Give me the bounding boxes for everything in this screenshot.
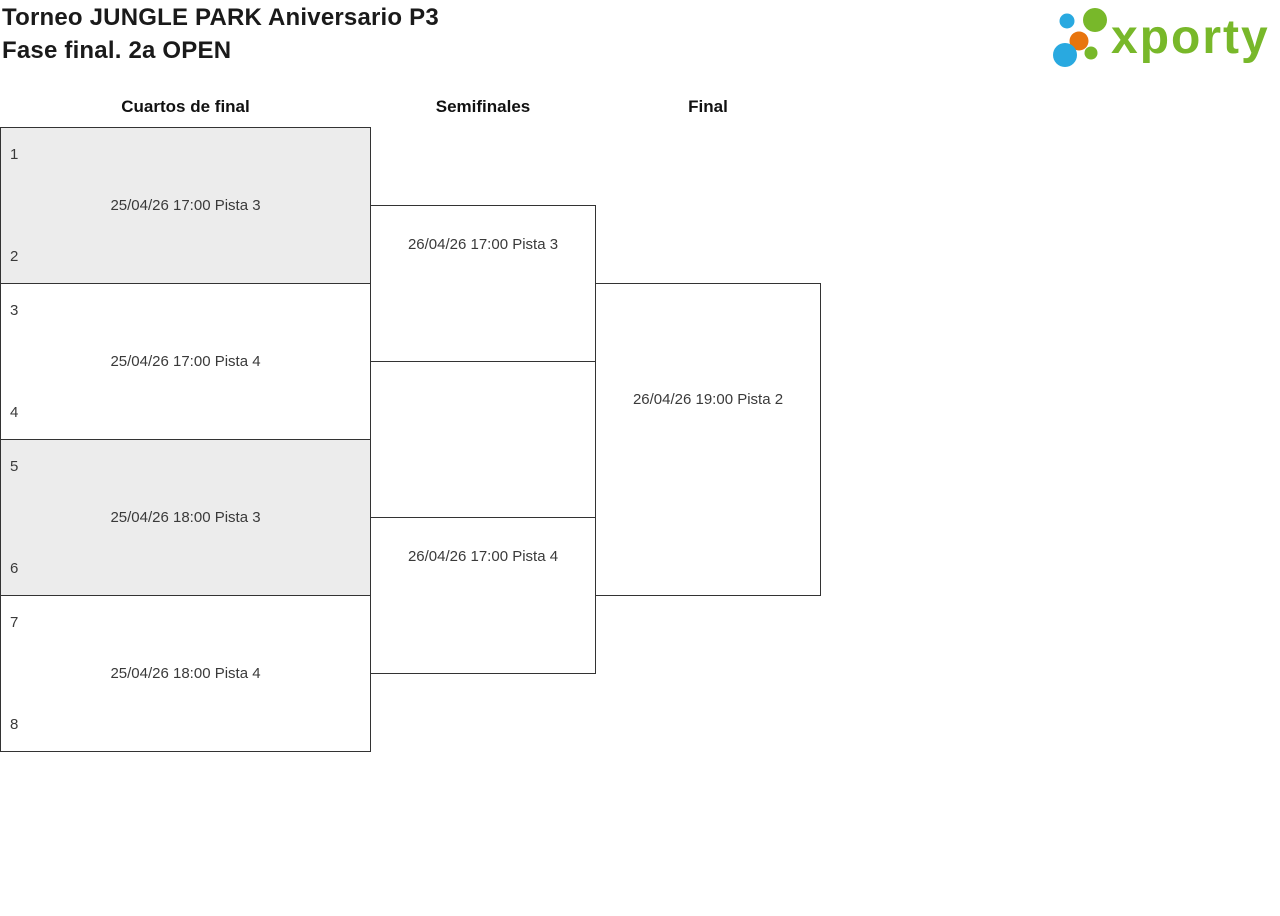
page-title: Torneo JUNGLE PARK Aniversario P3 Fase f…: [2, 1, 439, 67]
seed-label: 8: [10, 716, 19, 733]
round-header-cuartos-de-final: Cuartos de final: [121, 97, 250, 116]
seed-label: 2: [10, 248, 19, 265]
match-quarterfinal-2[interactable]: 3 25/04/26 17:00 Pista 4 4: [0, 283, 371, 440]
xporty-dots-icon: [1053, 8, 1107, 67]
match-info: 26/04/26 19:00 Pista 2: [632, 391, 784, 408]
match-quarterfinal-4[interactable]: 7 25/04/26 18:00 Pista 4 8: [0, 595, 371, 752]
match-semifinal-1[interactable]: 26/04/26 17:00 Pista 3: [370, 205, 596, 362]
xporty-logo-graphic: xporty: [1053, 8, 1270, 67]
dot-blue-small: [1059, 13, 1075, 29]
title-line-tournament: Torneo JUNGLE PARK Aniversario P3: [2, 4, 439, 31]
round-header-final: Final: [688, 97, 728, 116]
match-quarterfinal-1[interactable]: 1 25/04/26 17:00 Pista 3 2: [0, 127, 371, 284]
seed-label: 7: [10, 614, 19, 631]
seed-label: 5: [10, 458, 19, 475]
seed-label: 6: [10, 560, 19, 577]
dot-green-large: [1083, 8, 1107, 32]
seed-label: 1: [10, 146, 19, 163]
dot-orange: [1069, 31, 1089, 51]
dot-green-small: [1084, 46, 1098, 60]
match-info: 25/04/26 18:00 Pista 3: [110, 509, 261, 526]
match-final[interactable]: 26/04/26 19:00 Pista 2: [595, 283, 821, 596]
xporty-logo[interactable]: xporty: [1045, 0, 1280, 75]
match-info: 26/04/26 17:00 Pista 4: [407, 548, 559, 565]
match-semifinal-2[interactable]: 26/04/26 17:00 Pista 4: [370, 517, 596, 674]
title-line-phase: Fase final. 2a OPEN: [2, 37, 232, 64]
dot-blue-large: [1053, 43, 1077, 67]
match-info: 25/04/26 17:00 Pista 3: [110, 197, 261, 214]
match-info: 26/04/26 17:00 Pista 3: [407, 236, 559, 253]
xporty-wordmark: xporty: [1111, 11, 1270, 64]
match-info: 25/04/26 18:00 Pista 4: [110, 665, 261, 682]
match-info: 25/04/26 17:00 Pista 4: [110, 353, 261, 370]
match-quarterfinal-3[interactable]: 5 25/04/26 18:00 Pista 3 6: [0, 439, 371, 596]
seed-label: 4: [10, 404, 19, 421]
round-header-semifinales: Semifinales: [435, 97, 531, 116]
seed-label: 3: [10, 302, 19, 319]
